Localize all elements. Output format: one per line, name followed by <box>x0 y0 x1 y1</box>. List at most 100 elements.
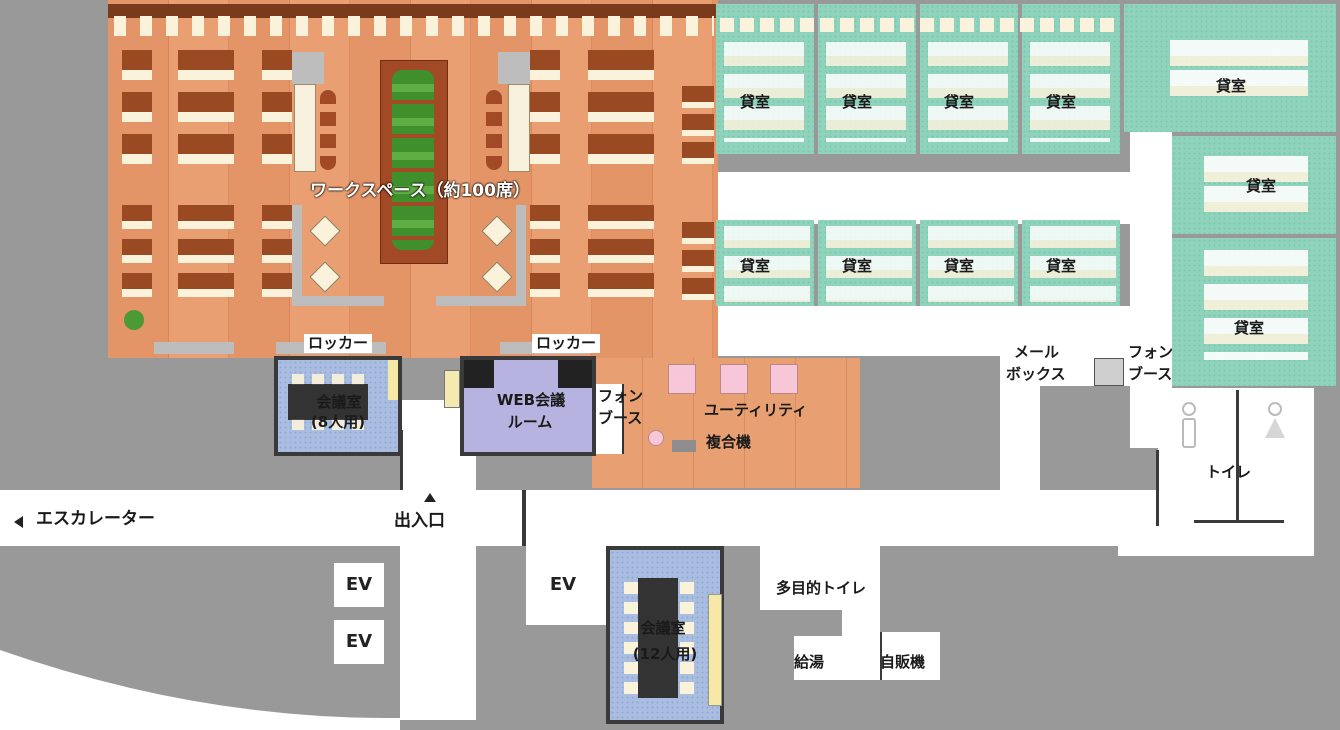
pillar-block-2 <box>1128 448 1158 490</box>
desk-block-g <box>530 50 560 170</box>
door-panel <box>444 370 460 408</box>
toilet-label: トイレ <box>1206 463 1252 481</box>
phone-booth-left <box>596 384 624 454</box>
vending-label: 自販機 <box>880 653 926 671</box>
service-gray-block <box>760 610 842 636</box>
pillar-right <box>498 52 530 84</box>
desk-block-l <box>682 222 714 302</box>
plant-corner-icon <box>124 310 144 330</box>
top-desk-row <box>108 4 718 18</box>
rental-room-desks-9 <box>826 226 912 302</box>
meeting12-label-2: (12人用) <box>632 645 698 663</box>
right-corridor-h <box>700 172 1170 224</box>
pillar-block-1 <box>1040 386 1130 490</box>
workspace-label: ワークスペース（約100席） <box>310 181 530 201</box>
web-room-desk-2 <box>558 360 592 388</box>
phone-booth-left-label-2: ブース <box>598 409 643 427</box>
rental-room-desks-7 <box>1204 250 1308 360</box>
plant-icon <box>392 70 434 250</box>
rental-room-label-3: 貸室 <box>944 93 975 111</box>
toilet-wall-left <box>1156 450 1159 526</box>
partition-right <box>516 205 526 305</box>
locker-right-label: ロッカー <box>532 334 601 354</box>
entrance-arrow-icon <box>424 493 436 502</box>
phone-booth-right-label-2: ブース <box>1128 365 1173 383</box>
counter-left <box>294 84 316 172</box>
desk-block-d <box>122 205 152 305</box>
partition-left <box>292 205 302 305</box>
rental-room-desks-10 <box>928 226 1014 302</box>
partition-bottom-left <box>292 296 384 306</box>
entrance-wall <box>522 490 526 546</box>
rental-room-desks-1 <box>724 42 804 142</box>
elevator-1: EV <box>334 563 384 607</box>
rental-room-desks-4 <box>1030 42 1110 142</box>
locker-left-label: ロッカー <box>304 334 373 354</box>
escalator-arrow-icon <box>14 516 23 528</box>
web-room-label-2: ルーム <box>507 413 553 431</box>
entrance-label: 出入口 <box>394 511 445 531</box>
rental-room-label-11: 貸室 <box>1046 257 1077 275</box>
vending-wall <box>880 632 882 680</box>
rental-room-desks-11 <box>1030 226 1116 302</box>
entrance-wall-left <box>400 430 403 490</box>
stools-right <box>486 90 502 170</box>
locker-left-shelf <box>154 342 234 354</box>
phone-booth-right-label-1: フォン <box>1128 343 1174 361</box>
utility-table-3 <box>770 364 798 394</box>
meeting12-table <box>638 578 678 698</box>
rental-room-label-7: 貸室 <box>1234 319 1265 337</box>
utility-table-2 <box>720 364 748 394</box>
desk-block-k <box>682 86 714 166</box>
counter-right <box>508 84 530 172</box>
meeting8-table <box>288 384 368 420</box>
desk-block-f <box>262 205 292 305</box>
rental-room-label-1: 貸室 <box>740 93 771 111</box>
rental-room-desks-5 <box>1170 40 1308 100</box>
vending-area <box>880 632 940 680</box>
meeting12-label-1: 会議室 <box>640 619 686 637</box>
rental-room-label-6: 貸室 <box>1246 177 1277 195</box>
desk-block-i <box>530 205 560 305</box>
copier-icon <box>672 440 696 452</box>
mailbox-box <box>1094 358 1124 386</box>
meeting8-cabinet <box>388 360 398 400</box>
main-corridor <box>0 490 1120 546</box>
rental-room-desks-top <box>720 18 1116 32</box>
stools-left <box>320 90 336 170</box>
meeting12-cabinet <box>708 594 722 706</box>
rental-room-desks-6 <box>1204 156 1308 216</box>
desk-block-b <box>178 50 234 170</box>
toilet-divider-h <box>1194 520 1284 523</box>
service-gray-block-2 <box>760 636 794 680</box>
right-corridor-v <box>1130 130 1172 390</box>
kitchenette-label: 給湯 <box>794 653 825 671</box>
desk-block-e <box>178 205 234 305</box>
rental-room-desks-3 <box>928 42 1008 142</box>
meeting8-label-2: (8人用) <box>310 413 366 431</box>
toilet-divider-v <box>1236 390 1239 522</box>
rental-room-label-5: 貸室 <box>1216 77 1247 95</box>
phone-booth-left-label-1: フォン <box>598 387 644 405</box>
elevator-2: EV <box>334 620 384 664</box>
desk-block-c <box>262 50 292 170</box>
escalator-label: エスカレーター <box>36 509 155 529</box>
pillar-left <box>292 52 324 84</box>
rental-room-label-4: 貸室 <box>1046 93 1077 111</box>
rental-room-label-2: 貸室 <box>842 93 873 111</box>
male-person-icon <box>1180 402 1198 448</box>
rental-room-desks-8 <box>724 226 810 302</box>
rental-room-desks-2 <box>826 42 906 142</box>
rental-room-label-10: 貸室 <box>944 257 975 275</box>
utility-label: ユーティリティ <box>704 401 808 419</box>
multipurpose-toilet-label: 多目的トイレ <box>776 579 867 597</box>
mailbox-label-2: ボックス <box>1006 365 1066 383</box>
web-room-desk-1 <box>464 360 494 388</box>
desk-block-a <box>122 50 152 170</box>
mailbox-label-1: メール <box>1014 343 1060 361</box>
partition-bottom-right <box>436 296 526 306</box>
elevator-3: EV <box>538 563 588 607</box>
desk-block-h <box>588 50 654 170</box>
top-chair-row <box>114 16 714 36</box>
